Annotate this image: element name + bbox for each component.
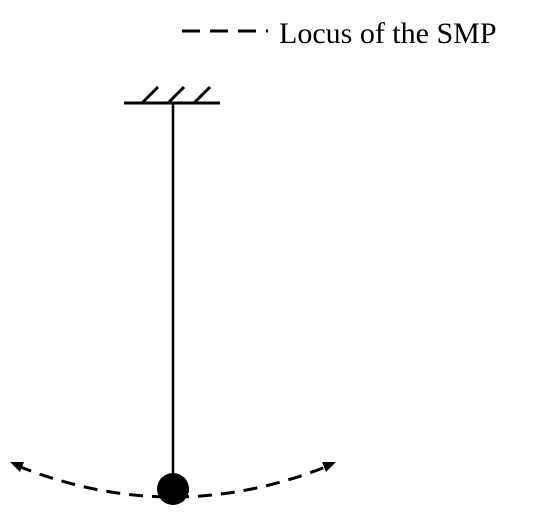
locus-arc: [10, 462, 336, 499]
locus-arrowhead-left: [10, 462, 24, 472]
pendulum-bob: [157, 473, 189, 505]
support-hatch-1: [140, 85, 160, 105]
support-hatch-3: [192, 85, 212, 105]
legend: Locus of the SMP: [182, 17, 497, 50]
support-hatch-2: [166, 85, 186, 105]
ceiling-support: [124, 85, 220, 105]
legend-label: Locus of the SMP: [279, 17, 497, 50]
locus-arrowhead-right: [322, 462, 336, 472]
